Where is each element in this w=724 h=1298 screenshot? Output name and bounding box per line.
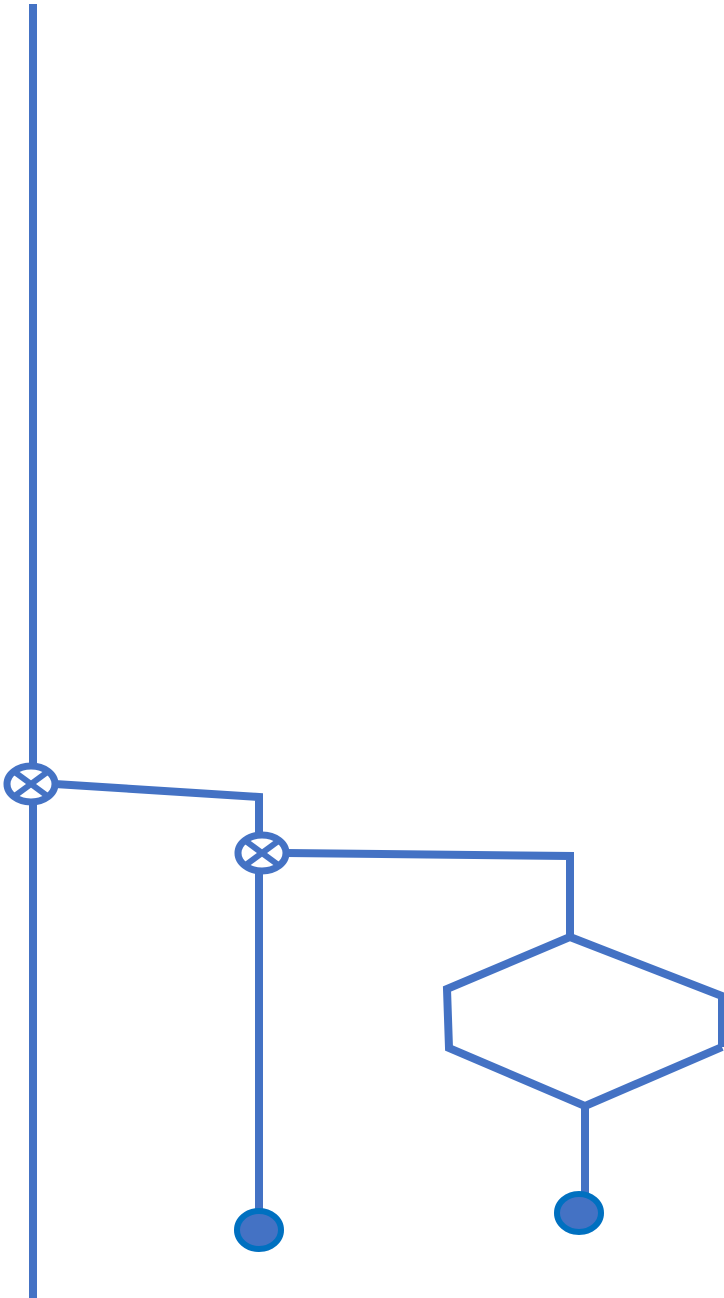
junction-2 (234, 831, 290, 875)
terminal-2 (554, 1191, 604, 1235)
terminal-1 (234, 1208, 284, 1252)
branch-line-1 (54, 780, 263, 834)
hexagon (442, 932, 724, 1111)
branch-line-2 (285, 849, 574, 937)
junction-1-cross-b (14, 770, 48, 798)
junction-1 (3, 762, 59, 806)
junction-2-cross-b (245, 839, 279, 867)
